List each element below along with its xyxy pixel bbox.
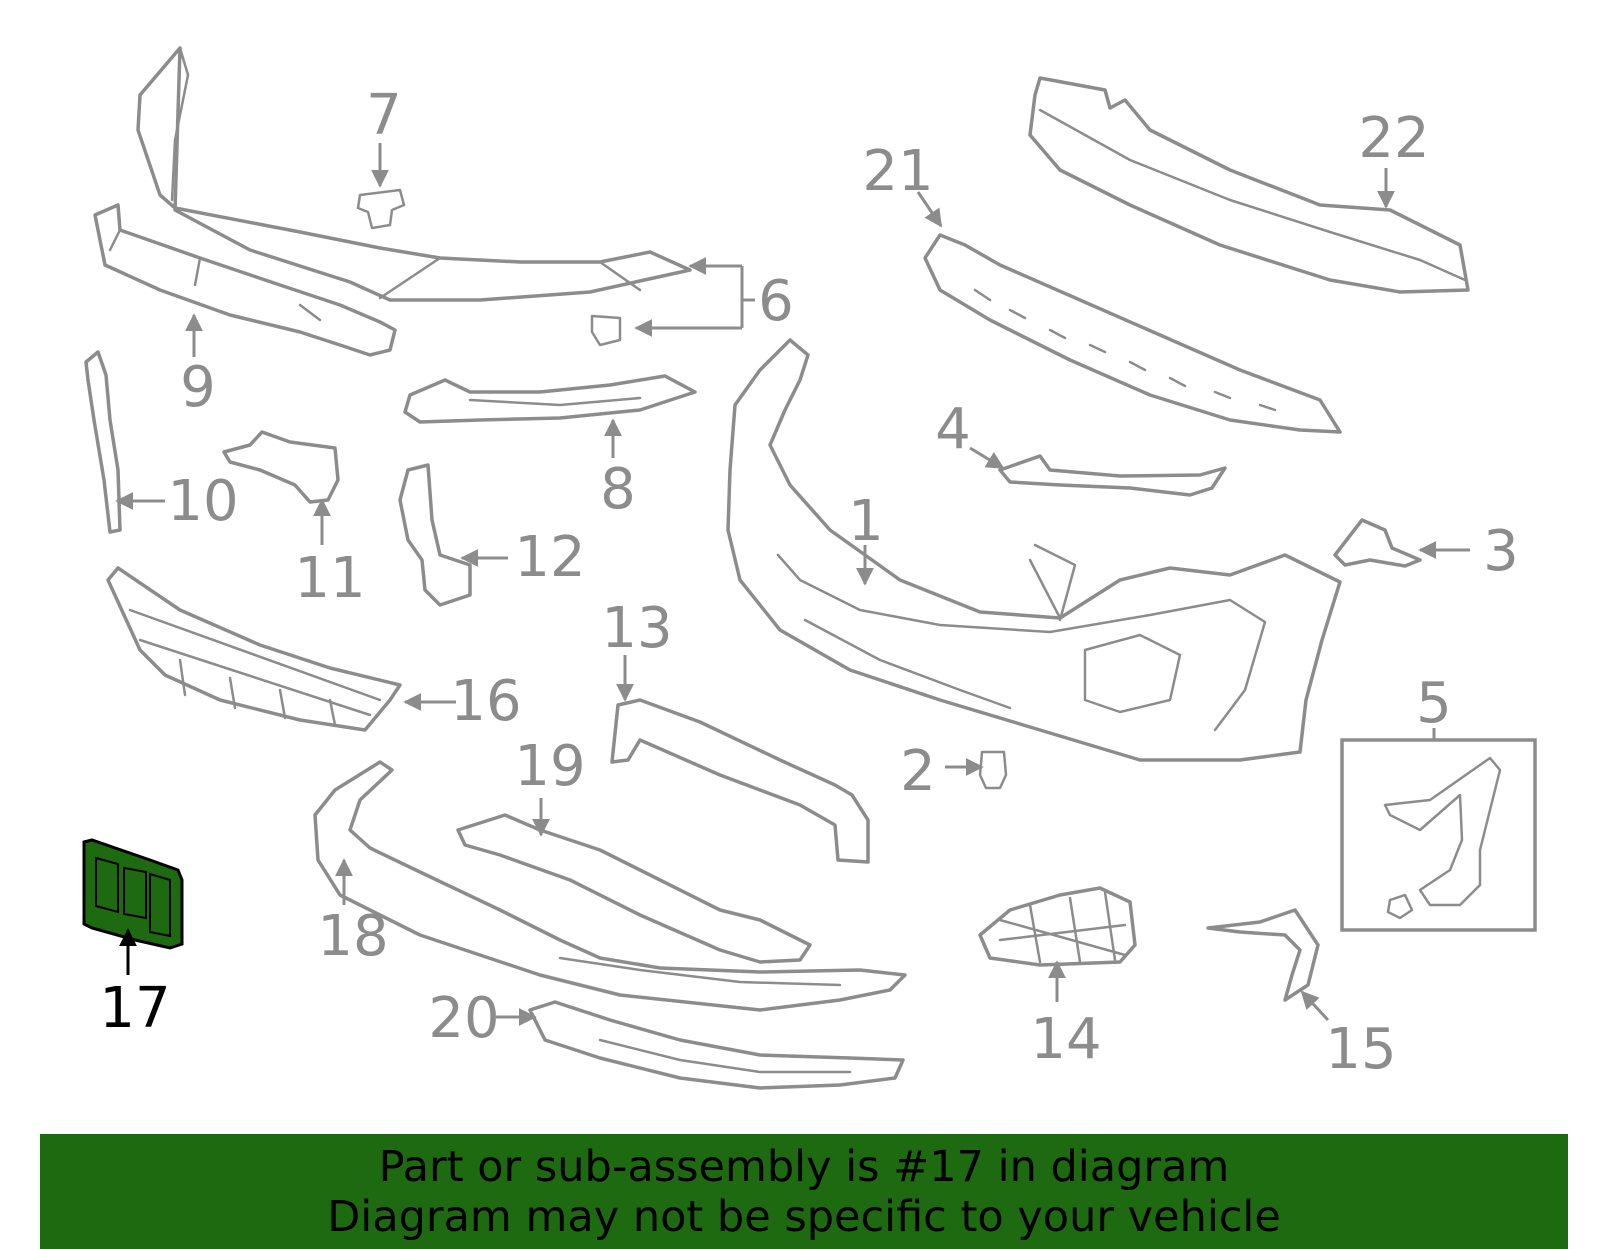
part-7-clip (356, 188, 406, 230)
callout-labels: 1 2 3 4 5 6 7 8 9 10 11 12 13 14 15 16 1… (99, 83, 1518, 1082)
part-2-screw (978, 750, 1008, 790)
part-15-garnish (1206, 908, 1320, 1002)
callout-14: 14 (1030, 1007, 1101, 1072)
callout-21: 21 (862, 139, 933, 204)
callout-16: 16 (450, 669, 521, 734)
part-5-box (1340, 738, 1537, 932)
banner-line-2: Diagram may not be specific to your vehi… (327, 1192, 1281, 1242)
callout-8: 8 (600, 457, 636, 522)
part-20-under-cover (528, 1000, 905, 1090)
callout-2: 2 (900, 739, 936, 804)
part-17-license-bracket (82, 838, 184, 950)
callout-10: 10 (167, 469, 238, 534)
part-14-fog-grille (978, 886, 1137, 967)
part-18-lower-lip (313, 760, 907, 1012)
callout-1: 1 (848, 489, 884, 554)
part-22-reinforcement (1028, 76, 1470, 294)
callout-13: 13 (601, 596, 672, 661)
part-19-garnish (456, 813, 812, 964)
part-13-lower-beam (610, 698, 870, 864)
part-3-bracket (1333, 518, 1422, 568)
callout-20: 20 (428, 986, 499, 1051)
callout-11: 11 (294, 546, 365, 611)
callout-7: 7 (366, 83, 402, 148)
part-11-bracket (222, 430, 340, 504)
callout-18: 18 (317, 904, 388, 969)
callout-22: 22 (1358, 106, 1429, 171)
part-6-upper-cover (136, 46, 692, 347)
part-9-bracket (93, 203, 397, 357)
callout-12: 12 (514, 525, 585, 590)
callout-6: 6 (758, 269, 794, 334)
part-10-stay (84, 350, 122, 534)
callout-19: 19 (514, 734, 585, 799)
callout-5: 5 (1416, 671, 1452, 736)
leader-lines (115, 143, 1470, 1026)
part-12-bracket (398, 463, 472, 607)
info-banner: Part or sub-assembly is #17 in diagram D… (40, 1134, 1568, 1249)
part-4-bracket (998, 454, 1227, 497)
callout-4: 4 (935, 397, 971, 462)
callout-9: 9 (180, 355, 216, 420)
callout-3: 3 (1483, 519, 1519, 584)
part-1-bumper-cover (726, 338, 1342, 762)
banner-line-1: Part or sub-assembly is #17 in diagram (378, 1142, 1230, 1192)
part-16-grille (106, 566, 402, 732)
callout-15: 15 (1325, 1017, 1396, 1082)
part-8-bracket (403, 374, 697, 424)
callout-17: 17 (99, 976, 170, 1041)
part-21-absorber (923, 233, 1342, 434)
